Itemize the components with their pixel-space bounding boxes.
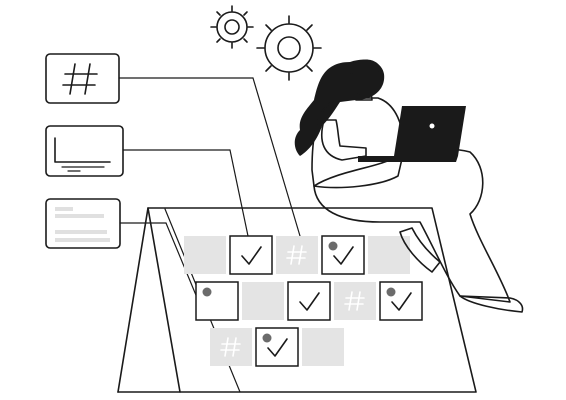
laptop-icon — [358, 106, 466, 162]
calendar — [117, 207, 477, 393]
gear-icon — [256, 15, 322, 81]
dot-icon — [262, 333, 272, 343]
dot-icon — [386, 287, 396, 297]
calendar-cell — [210, 328, 252, 366]
dot-icon — [202, 287, 212, 297]
calendar-cell — [242, 282, 284, 320]
check-icon — [333, 246, 354, 265]
text-card — [45, 198, 121, 249]
calendar-cell — [368, 236, 410, 274]
hash-icon — [344, 291, 365, 311]
hash-card — [45, 53, 120, 104]
gear-icon — [210, 5, 254, 49]
hash-icon — [62, 63, 98, 95]
calendar-cell — [184, 236, 226, 274]
calendar-cell — [287, 281, 331, 321]
calendar-cell — [321, 235, 365, 275]
calendar-cell — [255, 327, 299, 367]
hash-icon — [220, 337, 241, 357]
calendar-cell — [195, 281, 239, 321]
check-icon — [391, 292, 412, 311]
woman — [294, 59, 524, 313]
check-icon — [299, 292, 320, 311]
calendar-cell — [229, 235, 273, 275]
calendar-cell — [302, 328, 344, 366]
chart-card — [45, 125, 124, 177]
calendar-grid — [184, 235, 423, 367]
dot-icon — [328, 241, 338, 251]
calendar-cell — [334, 282, 376, 320]
hash-icon — [286, 245, 307, 265]
calendar-cell — [379, 281, 423, 321]
check-icon — [241, 246, 262, 265]
calendar-cell — [276, 236, 318, 274]
check-icon — [267, 338, 288, 357]
